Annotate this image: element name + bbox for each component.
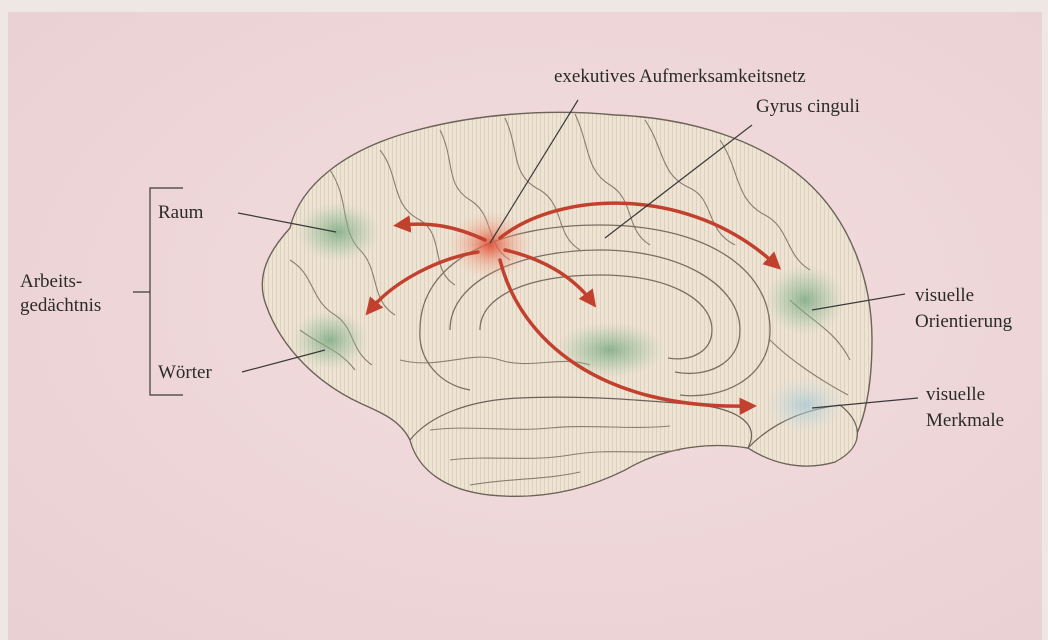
label-visual-orientation-line1: visuelle (915, 284, 974, 308)
label-visual-orientation-line2: Orientierung (915, 310, 1012, 334)
temporal-lobe (410, 397, 751, 496)
label-executive-network: exekutives Aufmerksamkeitsnetz (554, 65, 806, 89)
activation-visual-features (765, 377, 845, 433)
label-visual-features-line2: Merkmale (926, 409, 1004, 433)
activation-visual-orientation (765, 265, 845, 335)
activation-temporal (555, 322, 665, 378)
activation-words-frontal (292, 310, 368, 370)
label-words: Wörter (158, 361, 212, 385)
brain-illustration (262, 112, 872, 496)
label-space: Raum (158, 201, 203, 225)
label-cingulate-gyrus: Gyrus cinguli (756, 95, 860, 119)
label-working-memory-line2: gedächtnis (20, 294, 101, 318)
activation-space-frontal (296, 202, 380, 262)
label-visual-features-line1: visuelle (926, 383, 985, 407)
label-working-memory-line1: Arbeits- (20, 270, 82, 294)
activation-executive-center (448, 211, 532, 279)
